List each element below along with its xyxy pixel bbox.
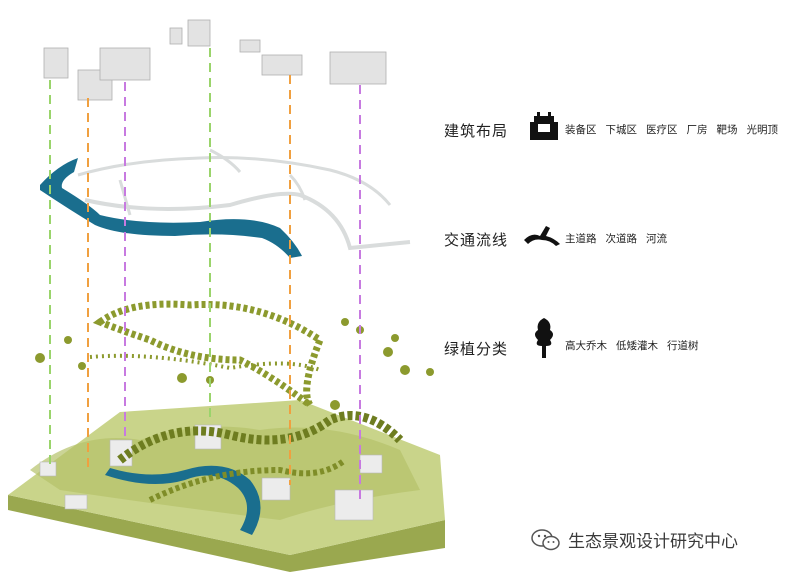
guide-lines [49, 48, 361, 500]
watermark: 生态景观设计研究中心 [530, 527, 738, 552]
terrain-vegetation [117, 411, 404, 464]
legend-item: 主道路 [565, 233, 597, 245]
terrain-vegetation-2 [148, 457, 347, 503]
legend-item: 光明顶 [746, 124, 779, 136]
tree-silhouette-icon [535, 318, 553, 358]
legend-item: 厂房 [686, 124, 708, 136]
legend-item: 行道树 [667, 340, 699, 352]
legend-item: 医疗区 [646, 124, 678, 136]
main-road [77, 156, 392, 206]
wechat-logo-icon [531, 528, 560, 550]
legend-title-buildings: 建筑布局 [444, 122, 509, 140]
watermark-text: 生态景观设计研究中心 [568, 532, 738, 552]
terrain-layer [8, 400, 445, 572]
building-block [239, 39, 261, 53]
tree-ring [92, 300, 325, 408]
buildings-layer [43, 19, 387, 101]
building-block [169, 27, 183, 45]
building-block [43, 47, 69, 79]
building-block [261, 54, 303, 76]
terrain-side [8, 495, 445, 572]
legend-item: 装备区 [565, 124, 597, 136]
legend-items-vegetation: 高大乔木低矮灌木行道树 [565, 338, 708, 353]
legend-items-circulation: 主道路次道路河流 [565, 231, 676, 246]
legend-item: 河流 [646, 233, 667, 245]
river-band [40, 158, 302, 258]
vegetation-layer [35, 300, 434, 410]
road-network-icon [524, 226, 560, 246]
circulation-layer [40, 148, 411, 258]
legend-item: 靶场 [716, 124, 738, 136]
legend-item: 高大乔木 [565, 340, 607, 352]
legend-title-vegetation: 绿植分类 [444, 340, 509, 358]
terrain-buildings [39, 424, 383, 521]
road-branch [118, 148, 307, 216]
terrain-river [105, 465, 261, 535]
building-silhouette-icon [530, 112, 558, 140]
secondary-road [84, 191, 411, 251]
building-block [99, 47, 151, 81]
legend-item: 低矮灌木 [616, 340, 658, 352]
building-block [187, 19, 211, 47]
building-block [329, 51, 387, 85]
legend-title-circulation: 交通流线 [444, 231, 509, 249]
legend-item: 次道路 [605, 233, 638, 245]
legend-item: 下城区 [605, 124, 638, 136]
legend-items-buildings: 装备区下城区医疗区厂房靶场光明顶 [565, 122, 787, 137]
